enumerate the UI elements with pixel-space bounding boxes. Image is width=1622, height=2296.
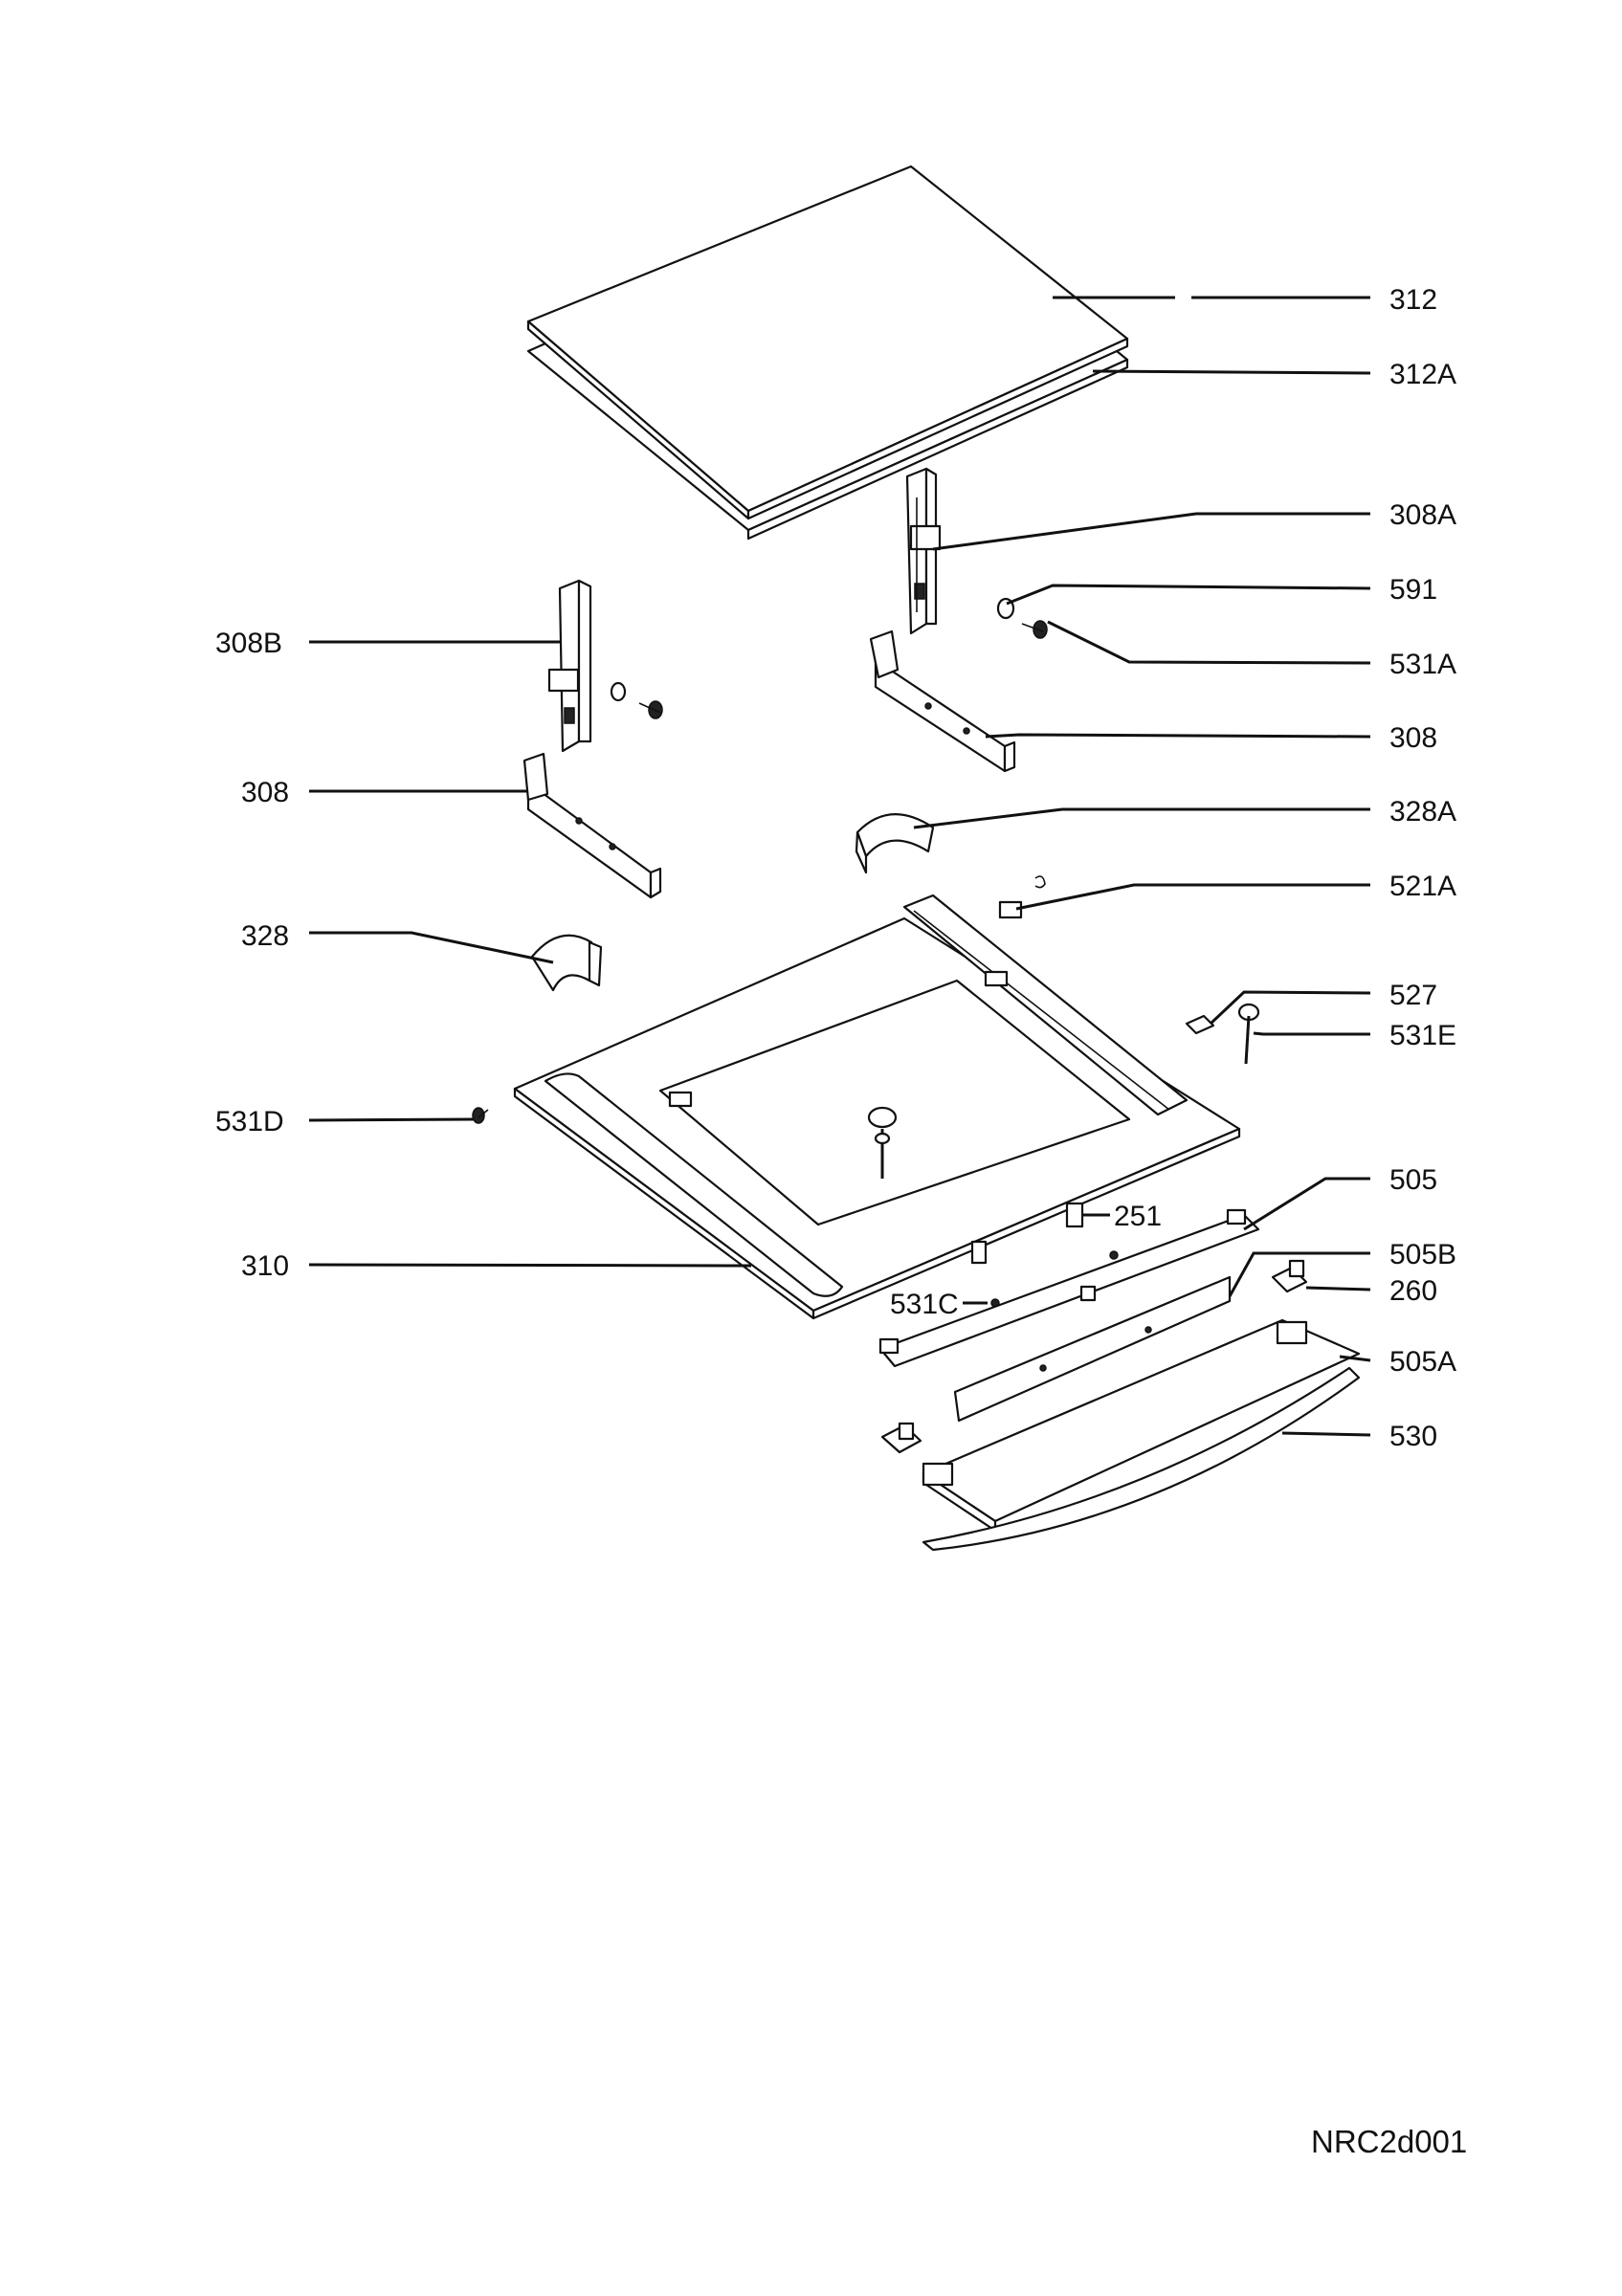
clip-251b <box>970 1240 988 1265</box>
screw-small <box>1109 1250 1119 1260</box>
label-308-left: 308 <box>241 777 289 808</box>
label-521a: 521A <box>1389 871 1456 902</box>
label-505: 505 <box>1389 1164 1437 1196</box>
hinge-bracket-308a <box>905 467 942 635</box>
screw-531e <box>1237 1003 1260 1065</box>
screw-531a <box>1021 620 1048 639</box>
end-cap-left <box>880 1422 922 1454</box>
label-527: 527 <box>1389 980 1437 1011</box>
label-251: 251 <box>1114 1201 1162 1232</box>
label-531e: 531E <box>1389 1020 1456 1051</box>
end-cap-260 <box>1271 1259 1308 1293</box>
plate-505b <box>953 1275 1232 1423</box>
hinge-308-right <box>869 629 1016 773</box>
handle-530 <box>922 1366 1361 1552</box>
hinge-cover-328 <box>530 934 603 992</box>
label-308-right: 308 <box>1389 722 1437 754</box>
screw-left <box>638 700 663 719</box>
hinge-bracket-308b <box>547 579 592 753</box>
inner-door-panel-310 <box>513 894 1241 1320</box>
glass-panel-312 <box>526 165 1129 520</box>
profile-505a <box>922 1318 1361 1533</box>
label-260: 260 <box>1389 1275 1437 1307</box>
trim-strip-505 <box>878 1208 1260 1368</box>
label-308a: 308A <box>1389 499 1456 531</box>
hinge-308-left <box>522 752 662 899</box>
drawing-code: NRC2d001 <box>1311 2124 1467 2159</box>
label-531d: 531D <box>215 1106 284 1137</box>
label-310: 310 <box>241 1250 289 1282</box>
label-591: 591 <box>1389 574 1437 606</box>
leader-lines <box>308 296 1371 1437</box>
label-308b: 308B <box>215 628 282 659</box>
label-530: 530 <box>1389 1421 1437 1452</box>
label-531c: 531C <box>890 1289 959 1320</box>
label-312: 312 <box>1389 284 1437 316</box>
label-505b: 505B <box>1389 1239 1456 1270</box>
screw-531d <box>472 1107 489 1124</box>
label-531a: 531A <box>1389 649 1456 680</box>
nut-527 <box>1185 1014 1215 1035</box>
label-505a: 505A <box>1389 1346 1456 1378</box>
clip-251 <box>1065 1202 1084 1228</box>
washer-left <box>610 681 627 702</box>
hinge-cover-328a <box>855 813 935 874</box>
label-328a: 328A <box>1389 796 1456 828</box>
clip-521a <box>998 875 1046 919</box>
label-312a: 312A <box>1389 359 1456 390</box>
label-328: 328 <box>241 920 289 952</box>
